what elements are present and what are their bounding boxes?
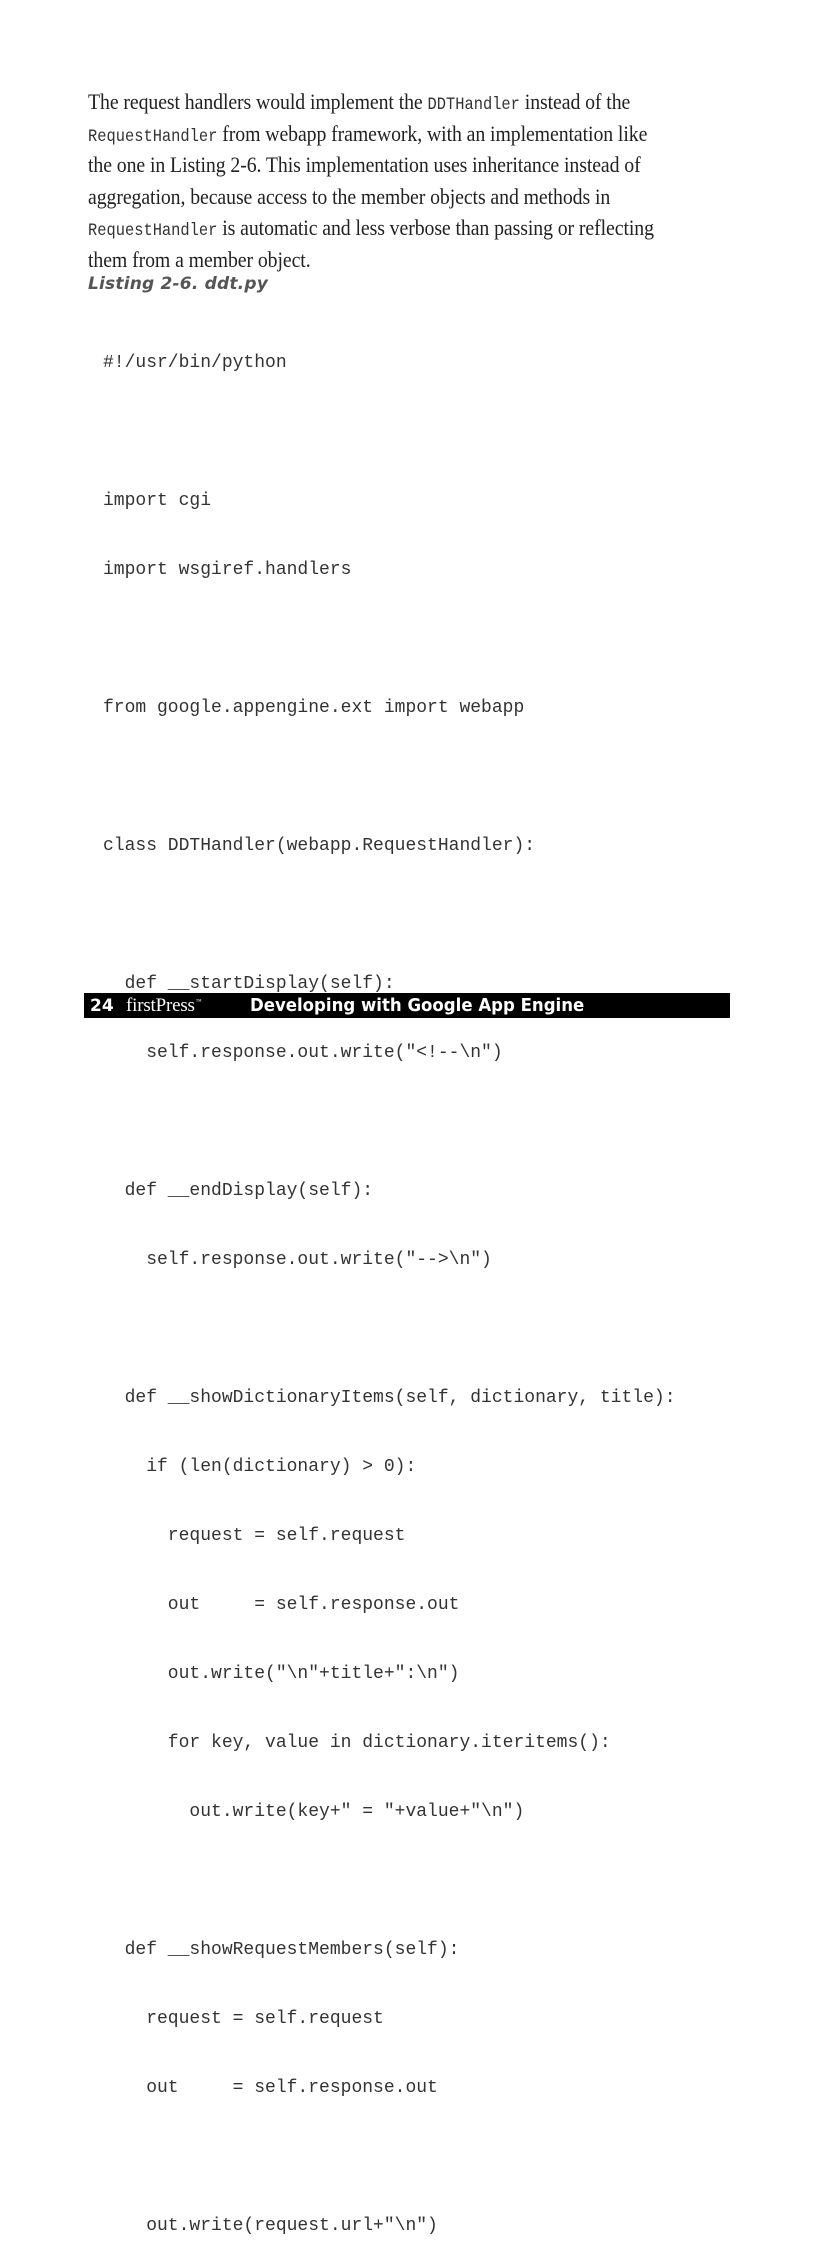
code-line: class DDTHandler(webapp.RequestHandler): (103, 836, 536, 856)
code-line: def __startDisplay(self): (103, 974, 395, 994)
code-listing: #!/usr/bin/python import cgi import wsgi… (103, 306, 676, 2246)
code-line (103, 421, 676, 444)
code-line: def __showRequestMembers(self): (103, 1940, 460, 1960)
code-line: import cgi (103, 491, 212, 511)
code-line: def __showDictionaryItems(self, dictiona… (103, 1388, 676, 1408)
code-line: self.response.out.write("<!--\n") (103, 1043, 503, 1063)
code-line (103, 628, 676, 651)
code-line: def __endDisplay(self): (103, 1181, 374, 1201)
code-line (103, 2146, 676, 2169)
code-line: out.write(key+" = "+value+"\n") (103, 1802, 525, 1822)
code-line: out.write(request.url+"\n") (103, 2216, 438, 2236)
code-line (103, 1318, 676, 1341)
code-line (103, 904, 676, 927)
inline-code: DDTHandler (427, 95, 520, 115)
paragraph-line: The request handlers would implement the… (88, 89, 631, 115)
code-line (103, 766, 676, 789)
paragraph-line: them from a member object. (88, 246, 311, 272)
paragraph-line: aggregation, because access to the membe… (88, 183, 611, 209)
book-page: The request handlers would implement the… (84, 88, 730, 2236)
code-line: request = self.request (103, 2009, 384, 2029)
code-line: out.write("\n"+title+":\n") (103, 1664, 460, 1684)
code-line: import wsgiref.handlers (103, 560, 352, 580)
paragraph-line: the one in Listing 2-6. This implementat… (88, 152, 641, 178)
book-title: Developing with Google App Engine (250, 995, 585, 1016)
publisher-logo: firstPress™ (126, 994, 202, 1016)
code-line: if (len(dictionary) > 0): (103, 1457, 417, 1477)
inline-code: RequestHandler (88, 126, 218, 147)
page-footer: 24 firstPress™ Developing with Google Ap… (84, 993, 730, 1018)
code-line: for key, value in dictionary.iteritems()… (103, 1733, 611, 1753)
inline-code: RequestHandler (88, 221, 218, 242)
body-paragraph: The request handlers would implement the… (88, 88, 730, 278)
paragraph-line: RequestHandler from webapp framework, wi… (88, 120, 648, 147)
code-line: #!/usr/bin/python (103, 353, 287, 373)
paragraph-line: RequestHandler is automatic and less ver… (88, 215, 654, 242)
page-number: 24 (90, 995, 114, 1016)
code-line: self.response.out.write("-->\n") (103, 1250, 492, 1270)
code-line: from google.appengine.ext import webapp (103, 698, 525, 718)
code-line: request = self.request (103, 1526, 406, 1546)
code-line (103, 1870, 676, 1893)
listing-caption: Listing 2-6. ddt.py (88, 274, 268, 294)
code-line: out = self.response.out (103, 2078, 438, 2098)
trademark-symbol: ™ (195, 999, 202, 1006)
code-line: out = self.response.out (103, 1595, 460, 1615)
